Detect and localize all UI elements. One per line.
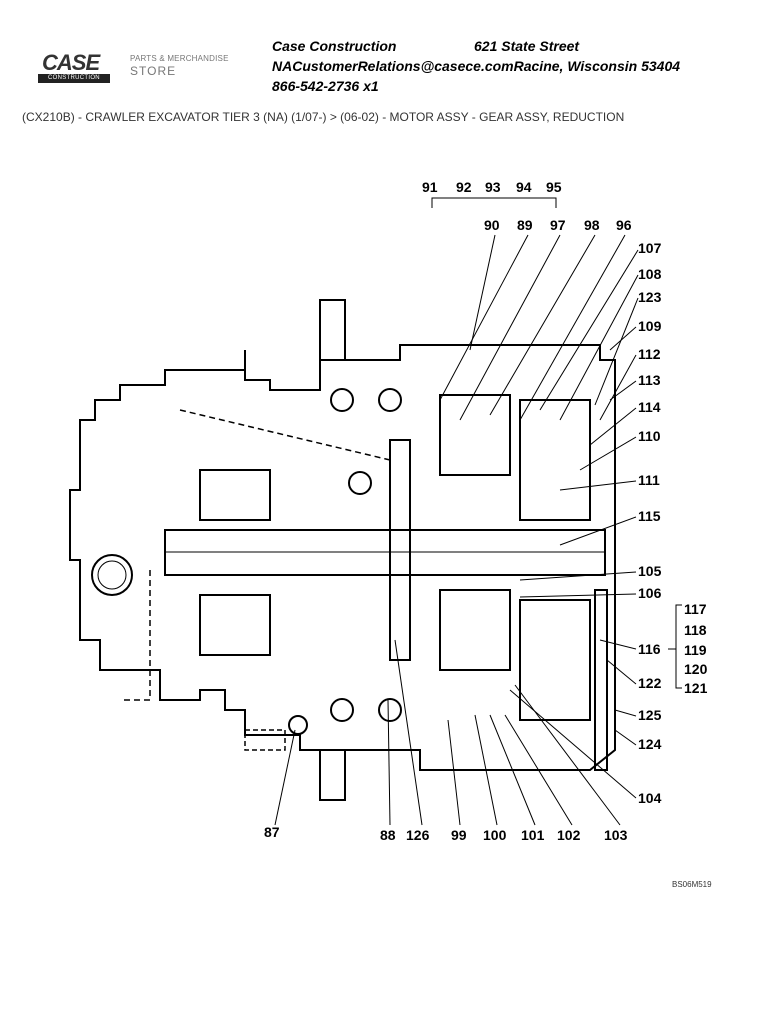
callout-114: 114 bbox=[638, 399, 661, 415]
store-logo: PARTS & MERCHANDISE STORE bbox=[130, 54, 229, 78]
callout-90: 90 bbox=[484, 217, 500, 233]
bearing-mid bbox=[348, 471, 372, 495]
callout-121: 121 bbox=[684, 680, 708, 696]
case-logo[interactable]: CASE CONSTRUCTION PARTS & MERCHANDISE ST… bbox=[38, 52, 250, 84]
store-line1: PARTS & MERCHANDISE bbox=[130, 54, 229, 63]
callout-98: 98 bbox=[584, 217, 600, 233]
case-construction-logo: CASE CONSTRUCTION bbox=[38, 50, 110, 83]
bottom-port bbox=[319, 750, 346, 801]
store-line2: STORE bbox=[130, 64, 177, 78]
callout-126: 126 bbox=[406, 827, 430, 843]
callout-113: 113 bbox=[638, 372, 661, 388]
logo-bar bbox=[38, 74, 110, 83]
callout-92: 92 bbox=[456, 179, 472, 195]
callout-111: 111 bbox=[638, 472, 660, 488]
exploded-parts-diagram: 91 92 93 94 95 90 89 97 98 96 107 108 12… bbox=[69, 179, 708, 843]
top-port bbox=[319, 299, 346, 360]
bearing-bottom-1 bbox=[330, 698, 354, 722]
callout-115: 115 bbox=[638, 508, 661, 524]
callout-125: 125 bbox=[638, 707, 662, 723]
end-cover bbox=[594, 589, 608, 771]
callout-109: 109 bbox=[638, 318, 662, 334]
contact-block: Case Construction 621 State Street NACus… bbox=[272, 36, 680, 96]
callout-116: 116 bbox=[638, 641, 661, 657]
housing-outline bbox=[69, 344, 616, 771]
bearing-87 bbox=[288, 715, 308, 735]
piston-block-bottom bbox=[199, 594, 271, 656]
callout-118: 118 bbox=[684, 622, 707, 638]
drawing-code: BS06M519 bbox=[672, 880, 712, 889]
callout-104: 104 bbox=[638, 790, 662, 806]
bottom-dashed-box bbox=[244, 729, 286, 751]
callout-110: 110 bbox=[638, 428, 661, 444]
logo-brand-sub: CONSTRUCTION bbox=[48, 75, 100, 81]
callout-88: 88 bbox=[380, 827, 396, 843]
breadcrumb: (CX210B) - CRAWLER EXCAVATOR TIER 3 (NA)… bbox=[22, 110, 625, 124]
street-address: 621 State Street bbox=[474, 38, 580, 54]
disk-plate bbox=[389, 439, 411, 661]
left-port-circle bbox=[91, 554, 133, 596]
company-name: Case Construction bbox=[272, 38, 397, 54]
bearing-top-2 bbox=[378, 388, 402, 412]
callout-87: 87 bbox=[264, 824, 280, 840]
bearing-top-1 bbox=[330, 388, 354, 412]
gear-top bbox=[439, 394, 511, 476]
phone-number[interactable]: 866-542-2736 x1 bbox=[272, 78, 379, 94]
callout-93: 93 bbox=[485, 179, 501, 195]
callout-124: 124 bbox=[638, 736, 662, 752]
callout-107: 107 bbox=[638, 240, 662, 256]
callout-94: 94 bbox=[516, 179, 532, 195]
callout-95: 95 bbox=[546, 179, 562, 195]
callout-89: 89 bbox=[517, 217, 533, 233]
callout-labels: 91 92 93 94 95 90 89 97 98 96 107 108 12… bbox=[264, 179, 708, 843]
city-address: Racine, Wisconsin 53404 bbox=[513, 58, 681, 74]
callout-103: 103 bbox=[604, 827, 628, 843]
logo-brand: CASE bbox=[42, 50, 100, 75]
callout-112: 112 bbox=[638, 346, 661, 362]
ring-gear-bottom bbox=[519, 599, 591, 721]
callout-91: 91 bbox=[422, 179, 438, 195]
email-link[interactable]: NACustomerRelations@casece.com bbox=[272, 58, 514, 74]
callout-106: 106 bbox=[638, 585, 662, 601]
callout-101: 101 bbox=[521, 827, 545, 843]
callout-117: 117 bbox=[684, 601, 707, 617]
callout-120: 120 bbox=[684, 661, 708, 677]
callout-108: 108 bbox=[638, 266, 662, 282]
callout-99: 99 bbox=[451, 827, 467, 843]
callout-97: 97 bbox=[550, 217, 566, 233]
leader-lines bbox=[274, 197, 682, 826]
callout-96: 96 bbox=[616, 217, 632, 233]
callout-102: 102 bbox=[557, 827, 581, 843]
callout-122: 122 bbox=[638, 675, 662, 691]
gear-bottom bbox=[439, 589, 511, 671]
callout-105: 105 bbox=[638, 563, 662, 579]
callout-123: 123 bbox=[638, 289, 662, 305]
callout-100: 100 bbox=[483, 827, 507, 843]
bearing-bottom-2 bbox=[378, 698, 402, 722]
ring-gear-top bbox=[519, 399, 591, 521]
oil-channel bbox=[120, 409, 391, 701]
motor-assembly-drawing bbox=[69, 299, 616, 801]
piston-block-top bbox=[199, 469, 271, 521]
callout-119: 119 bbox=[684, 642, 707, 658]
